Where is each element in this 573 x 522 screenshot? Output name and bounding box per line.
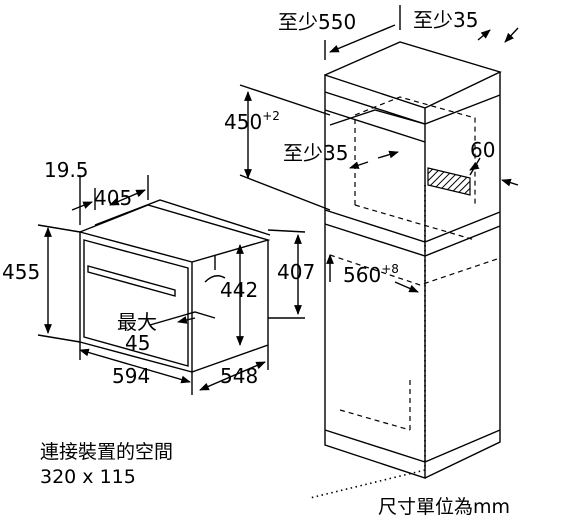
oven-depth-405-label: 405 (94, 186, 133, 210)
niche-width-tol: +8 (381, 262, 399, 276)
oven-inner-442-label: 442 (220, 278, 259, 302)
connection-space-title: 連接裝置的空間 (40, 441, 174, 463)
connection-space-size: 320 x 115 (40, 466, 136, 488)
shelf-gap-label: 至少35 (283, 141, 349, 165)
max-label: 最大 (117, 310, 157, 334)
cabinet-dimensions (239, 5, 519, 293)
cabinet (309, 41, 502, 499)
niche-height-label: 450+2 (224, 109, 280, 134)
oven-dimensions (37, 175, 306, 395)
oven-height-455-label: 455 (2, 260, 41, 284)
niche-height-tol: +2 (262, 109, 280, 123)
cab-back-gap-label: 至少35 (413, 8, 479, 32)
oven-body-407-label: 407 (277, 260, 316, 284)
max-value: 45 (125, 331, 151, 355)
oven-depth-548-label: 548 (220, 364, 259, 388)
niche-width-label: 560+8 (343, 262, 399, 287)
cab-depth-label: 至少550 (278, 10, 357, 34)
oven-width-594-label: 594 (112, 364, 151, 388)
niche-height-value: 450 (224, 110, 263, 134)
oven-side-offset-label: 19.5 (44, 158, 89, 182)
units-note: 尺寸單位為mm (378, 496, 511, 518)
niche-width-value: 560 (343, 263, 382, 287)
vent-size-label: 60 (470, 138, 496, 162)
